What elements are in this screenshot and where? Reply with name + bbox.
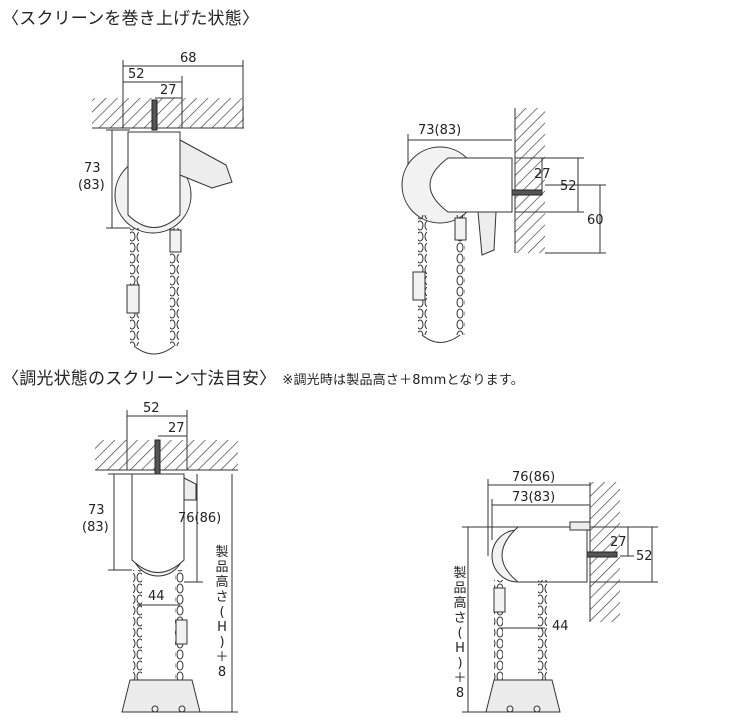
dim-inner-height: 76(86) [178, 511, 221, 526]
vertical-char: 高 [215, 575, 229, 590]
vertical-char: 8 [217, 665, 227, 680]
vertical-char: さ [453, 611, 467, 626]
dim-overall-height: 60 [587, 213, 604, 228]
bottom-bar [121, 679, 201, 713]
bottom-bracket [477, 211, 497, 256]
vertical-char: ) [457, 656, 463, 671]
section-heading-dimming: 〈調光状態のスクリーン寸法目安〉 ※調光時は製品高さ＋8mmとなります。 [2, 364, 524, 389]
dim-screw-offset: 27 [160, 83, 177, 98]
bottom-screw [151, 705, 159, 713]
bottom-screw [506, 705, 514, 713]
rolled-wall-mount-view [401, 108, 606, 343]
vertical-char: ( [219, 605, 225, 620]
vertical-char: ＋ [453, 671, 467, 686]
dim-depth: 73(83) [418, 123, 461, 138]
dim-bracket-width: 52 [128, 67, 145, 82]
chain-stopper [493, 587, 506, 613]
vertical-char: 高 [453, 596, 467, 611]
wall-hatch [515, 108, 545, 253]
vertical-char: 製 [453, 566, 467, 581]
screw [586, 551, 618, 558]
section-title: 〈調光状態のスクリーン寸法目安〉 [2, 369, 277, 389]
bottom-screw [533, 705, 541, 713]
dimming-wall-mount-view [462, 479, 658, 713]
vertical-char: 製 [215, 545, 229, 560]
top-bracket [569, 521, 591, 531]
bracket-housing [131, 473, 185, 573]
ceiling-hatch [95, 440, 238, 470]
chain-stopper [126, 284, 140, 314]
dim-bracket-width: 52 [143, 401, 160, 416]
vertical-char: ( [457, 626, 463, 641]
vertical-char: さ [215, 590, 229, 605]
section-heading-rolled-up: 〈スクリーンを巻き上げた状態〉 [2, 9, 260, 29]
vertical-char: 品 [215, 560, 229, 575]
bracket-housing [127, 131, 181, 228]
vertical-char: 8 [455, 686, 465, 701]
dimming-ceiling-mount-view [95, 410, 238, 713]
chain-right [456, 215, 465, 335]
dim-chain-spacing: 44 [148, 589, 165, 604]
dim-screw-offset: 27 [168, 421, 185, 436]
dim-product-height-ceiling: 製品高さ(H)＋8 [214, 545, 230, 680]
chain-left [133, 570, 142, 685]
top-bracket [183, 477, 197, 501]
dim-depth: 73(83) [512, 490, 555, 505]
dim-bracket-height: 52 [636, 549, 653, 564]
chain-left [494, 580, 503, 685]
rolled-ceiling-mount-view [92, 60, 244, 355]
dim-height: 73 [84, 161, 101, 176]
dim-screw-offset: 27 [534, 167, 551, 182]
vertical-char: H [455, 641, 465, 656]
chain-right [170, 228, 179, 346]
bracket-housing [501, 526, 588, 583]
dim-screw-offset: 27 [610, 535, 627, 550]
dim-bracket-height: 52 [560, 179, 577, 194]
bottom-bar [485, 679, 561, 713]
chain-stopper [175, 619, 188, 645]
dimming-note: ※調光時は製品高さ＋8mmとなります。 [282, 373, 524, 388]
dim-overall-depth: 76(86) [512, 470, 555, 485]
chain-stopper [412, 271, 426, 301]
chain-guide [454, 217, 467, 241]
chain-loop [133, 345, 175, 355]
vertical-char: 品 [453, 581, 467, 596]
vertical-char: H [217, 620, 227, 635]
dim-overall-width: 68 [180, 51, 197, 66]
dim-chain-spacing: 44 [552, 619, 569, 634]
chain-guide [169, 229, 182, 253]
screw [511, 189, 543, 196]
screw [154, 439, 161, 475]
ceiling-hatch [92, 98, 244, 128]
bottom-screw [178, 705, 186, 713]
dim-height-alt: (83) [82, 520, 109, 535]
screw [151, 99, 158, 131]
side-bracket [179, 139, 233, 189]
vertical-char: ＋ [215, 650, 229, 665]
dim-product-height-wall: 製品高さ(H)＋8 [452, 566, 468, 701]
chain-loop [421, 334, 461, 343]
chain-right [538, 580, 547, 685]
dim-height: 73 [88, 503, 105, 518]
vertical-char: ) [219, 635, 225, 650]
dim-height-alt: (83) [78, 178, 105, 193]
bracket-housing [429, 157, 513, 213]
